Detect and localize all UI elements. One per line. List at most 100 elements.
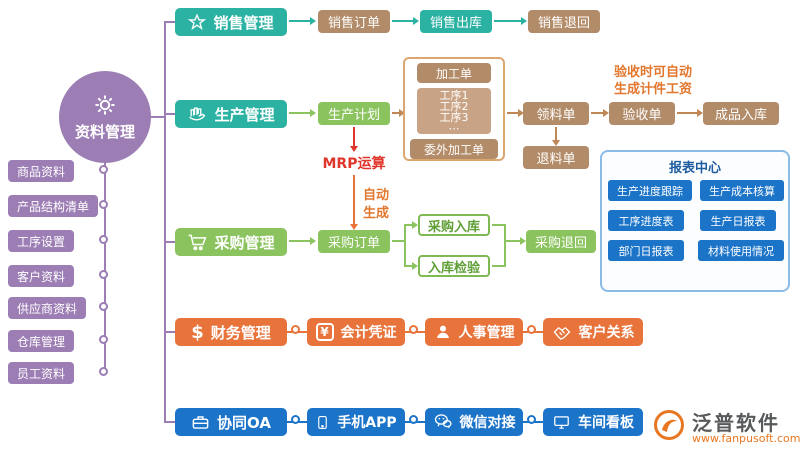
crm-label: 客户关系 — [578, 325, 635, 341]
node-process-steps: 工序1 工序2 工序3 ⋯ — [417, 88, 491, 134]
trunk-stub-sales — [166, 21, 175, 23]
arrow-to-inspection — [404, 265, 412, 267]
module-finance: $ 财务管理 — [175, 318, 287, 346]
acceptance-note-line2: 生成计件工资 — [613, 82, 692, 97]
link-dot — [527, 415, 536, 424]
hand-icon — [187, 104, 207, 124]
fork-line — [404, 224, 406, 267]
arrow-to-purchase-return — [504, 240, 520, 242]
module-purchase-label: 采购管理 — [214, 233, 275, 252]
root-label: 资料管理 — [74, 122, 135, 141]
module-sales: 销售管理 — [175, 8, 287, 36]
logo-name: 泛普软件 — [692, 411, 780, 435]
arrow-plan-to-mrp — [353, 127, 355, 146]
arrow-outbound-to-return — [494, 20, 521, 22]
wechat-label: 微信对接 — [459, 415, 516, 431]
module-sales-label: 销售管理 — [213, 13, 274, 32]
node-purchase-order: 采购订单 — [318, 230, 390, 253]
node-customer-data: 客户资料 — [8, 265, 75, 287]
node-purchase-inbound: 采购入库 — [418, 214, 490, 236]
phone-icon — [315, 413, 330, 432]
monitor-icon — [552, 414, 571, 431]
node-warehouse-mgmt: 仓库管理 — [8, 330, 75, 352]
node-goods-data: 商品资料 — [8, 160, 75, 182]
link-dot — [291, 415, 300, 424]
module-oa: 协同OA — [175, 408, 287, 436]
arrow-sales-to-order — [289, 20, 310, 22]
arrow-request-to-return — [555, 127, 557, 140]
node-material-return: 退料单 — [523, 146, 589, 169]
report-department-daily: 部门日报表 — [608, 240, 684, 261]
wechat-icon — [433, 412, 453, 432]
fork-line — [392, 240, 405, 242]
node-production-plan: 生产计划 — [318, 102, 390, 125]
fanpu-logo-icon — [652, 408, 686, 442]
yuan-icon: ¥ — [315, 323, 334, 341]
report-center-title: 报表中心 — [668, 161, 721, 176]
node-acceptance: 验收单 — [609, 102, 675, 125]
node-accounting-voucher: ¥ 会计凭证 — [307, 318, 405, 346]
link-dot — [409, 325, 418, 334]
node-wechat-integration: 微信对接 — [425, 408, 523, 436]
link-dot — [409, 415, 418, 424]
chain-dot — [99, 235, 108, 244]
dollar-icon: $ — [191, 321, 204, 343]
arrow-request-to-acceptance — [591, 112, 603, 114]
report-cost-accounting: 生产成本核算 — [700, 180, 784, 201]
node-sales-return: 销售退回 — [528, 10, 600, 33]
node-mobile-app: 手机APP — [307, 408, 405, 436]
trunk-line — [164, 21, 166, 423]
node-bom-list: 产品结构清单 — [8, 195, 99, 217]
node-customer-relations: 客户关系 — [543, 318, 643, 346]
voucher-label: 会计凭证 — [340, 325, 397, 341]
arrow-mrp-to-purchase-order — [353, 175, 355, 224]
node-supplier-data: 供应商资料 — [8, 297, 87, 319]
process-step: 工序2 — [439, 100, 469, 113]
trunk-stub-production — [166, 113, 175, 115]
chain-dot — [99, 200, 108, 209]
arrow-acceptance-to-inbound — [677, 112, 697, 114]
process-step: 工序1 — [439, 89, 469, 102]
connector-root-to-trunk — [151, 116, 165, 118]
star-icon — [188, 13, 207, 31]
module-oa-label: 协同OA — [217, 413, 271, 432]
link-dot — [527, 325, 536, 334]
node-inbound-inspection: 入库检验 — [418, 255, 490, 277]
arrow-workorders-to-request — [507, 112, 518, 114]
node-work-order: 加工单 — [417, 63, 491, 83]
node-mrp: MRP运算 — [322, 156, 386, 172]
node-hr-management: 人事管理 — [425, 318, 523, 346]
auto-generate-line2: 生成 — [362, 206, 389, 221]
node-material-request: 领料单 — [523, 102, 589, 125]
logo-url: www.fanpusoft.com — [692, 432, 800, 445]
merge-line — [492, 224, 505, 226]
merge-line — [492, 265, 505, 267]
node-sales-outbound: 销售出库 — [420, 10, 492, 33]
link-dot — [291, 325, 300, 334]
trunk-stub-purchase — [166, 241, 175, 243]
process-step-ellipsis: ⋯ — [448, 122, 460, 135]
node-workshop-kanban: 车间看板 — [543, 408, 643, 436]
trunk-stub-finance — [166, 331, 175, 333]
report-process-schedule: 工序进度表 — [608, 210, 684, 231]
trunk-stub-oa — [166, 421, 175, 423]
arrow-plan-to-workorders — [392, 112, 399, 114]
chain-dot — [99, 335, 108, 344]
module-production: 生产管理 — [175, 100, 287, 128]
briefcase-icon — [191, 413, 210, 432]
node-data-management: 资料管理 — [59, 71, 151, 163]
module-purchase: 采购管理 — [175, 228, 287, 256]
module-finance-label: 财务管理 — [210, 323, 271, 342]
merge-line — [504, 224, 506, 267]
node-process-settings: 工序设置 — [8, 230, 75, 252]
auto-generate-line1: 自动 — [362, 188, 389, 203]
report-production-daily: 生产日报表 — [700, 210, 776, 231]
acceptance-note: 验收时可自动 生成计件工资 — [588, 64, 718, 98]
acceptance-note-line1: 验收时可自动 — [613, 65, 692, 80]
node-finished-inbound: 成品入库 — [703, 102, 779, 125]
node-purchase-return: 采购退回 — [526, 230, 596, 253]
process-step: 工序3 — [439, 111, 469, 124]
arrow-production-to-plan — [289, 112, 310, 114]
node-sales-order: 销售订单 — [318, 10, 390, 33]
